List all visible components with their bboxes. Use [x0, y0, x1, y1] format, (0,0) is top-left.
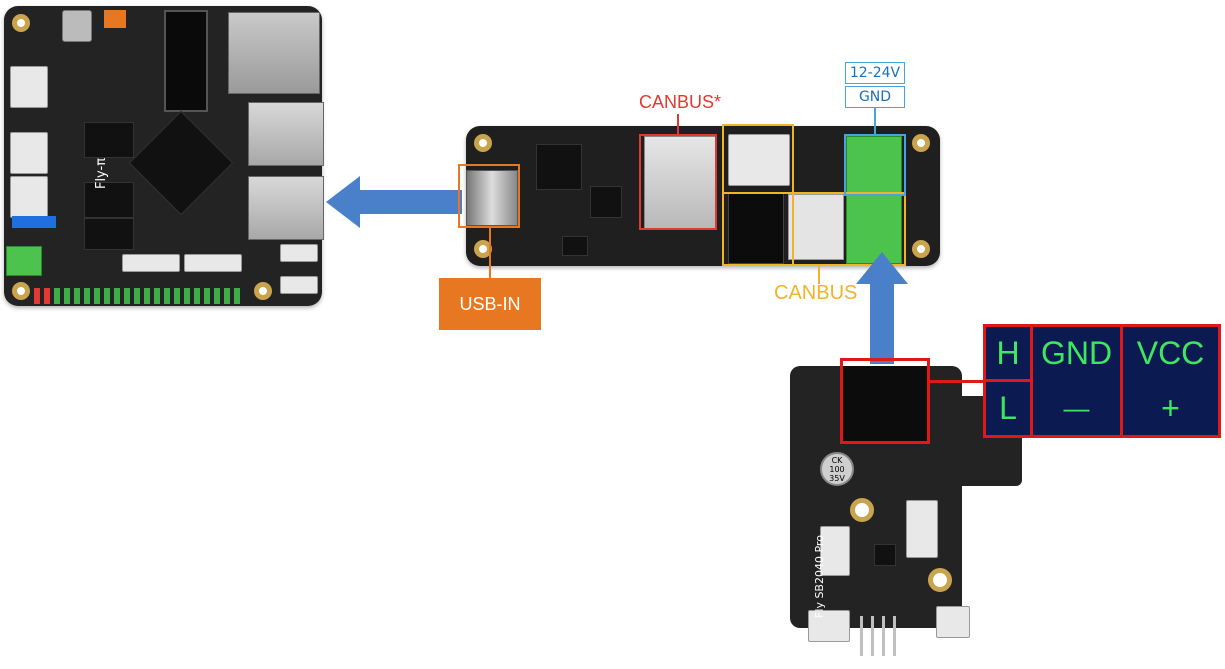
main-board-label: Fly-π	[94, 157, 110, 190]
jst-connector	[280, 276, 318, 294]
canbus-leader	[818, 266, 820, 284]
cap-text: 35V	[829, 474, 845, 483]
pin-gnd: GND	[1040, 334, 1113, 371]
chip	[562, 236, 588, 256]
pinout-leader	[930, 380, 986, 383]
jst-connector	[280, 244, 318, 262]
jst-connector	[808, 610, 850, 642]
main-board-image: Fly-π	[4, 6, 324, 306]
jst-connector	[728, 134, 790, 186]
usb-in-highlight	[458, 164, 520, 228]
cap-text: 100	[829, 465, 845, 474]
pinout-table: H L GND — VCC +	[983, 324, 1221, 438]
pin-plus: +	[1161, 390, 1180, 426]
jst-connector	[10, 176, 48, 218]
usb-a-port	[248, 176, 324, 240]
mounting-hole	[254, 282, 272, 300]
canbus-star-leader	[677, 114, 679, 134]
table-divider	[986, 379, 1030, 382]
canbus-star-label: CANBUS*	[639, 92, 722, 112]
arrow-left	[326, 176, 462, 228]
mcu-chip	[536, 144, 582, 190]
usb-canbus-port	[644, 136, 716, 230]
chip	[590, 186, 622, 218]
table-divider	[1120, 327, 1123, 435]
mounting-hole	[12, 14, 30, 32]
soc-chip	[128, 110, 234, 216]
power-terminal	[846, 136, 902, 264]
toolhead-label: Fly SB2040 Pro	[812, 535, 826, 618]
m2-slot	[164, 10, 208, 112]
pin-header	[860, 616, 904, 656]
usb-a-port	[248, 102, 324, 166]
jst-connector	[10, 66, 48, 108]
canbus-star-highlight	[639, 134, 717, 230]
memory-chip	[84, 122, 134, 158]
power-leader	[874, 108, 876, 134]
chip	[874, 544, 896, 566]
power-highlight	[844, 134, 906, 196]
memory-chip	[84, 218, 134, 250]
gpio-header	[34, 288, 244, 304]
mounting-hole	[912, 240, 930, 258]
capacitor	[820, 452, 854, 486]
canbus-highlight	[722, 192, 906, 266]
table-divider	[1030, 327, 1033, 435]
ethernet-port	[228, 12, 320, 94]
connector	[104, 10, 126, 28]
gpio-header	[34, 288, 52, 304]
can-connector	[842, 366, 928, 442]
mounting-hole	[12, 282, 30, 300]
canbus-port	[728, 192, 784, 264]
canbus-port	[788, 194, 844, 260]
canbus-label: CANBUS	[774, 282, 858, 304]
mounting-hole	[850, 498, 874, 522]
blue-header	[12, 216, 56, 228]
pin-vcc: VCC	[1136, 334, 1205, 371]
jst-connector	[820, 526, 850, 576]
jst-connector	[184, 254, 242, 272]
jst-connector	[10, 132, 48, 174]
jst-connector	[122, 254, 180, 272]
usb-c-port	[62, 10, 92, 42]
power-gnd-label: GND	[845, 86, 905, 108]
jst-connector	[906, 500, 938, 558]
green-terminal	[6, 246, 42, 276]
mounting-hole	[928, 568, 952, 592]
capacitor-label: CK 100 35V	[820, 456, 854, 483]
pin-minus: —	[1063, 393, 1090, 423]
usb-in-leader	[489, 228, 491, 278]
power-voltage-label: 12-24V	[845, 62, 905, 84]
pin-l: L	[999, 390, 1017, 426]
pin-h: H	[996, 334, 1020, 371]
mounting-hole	[912, 134, 930, 152]
memory-chip	[84, 182, 134, 218]
jst-connector	[936, 606, 970, 638]
toolhead-can-highlight	[840, 358, 930, 444]
cap-text: CK	[831, 456, 843, 465]
can-adapter-board-image	[466, 126, 940, 266]
mounting-hole	[474, 134, 492, 152]
usb-in-port	[466, 170, 518, 226]
usb-in-label: USB-IN	[439, 278, 541, 330]
arrow-up	[856, 252, 908, 364]
